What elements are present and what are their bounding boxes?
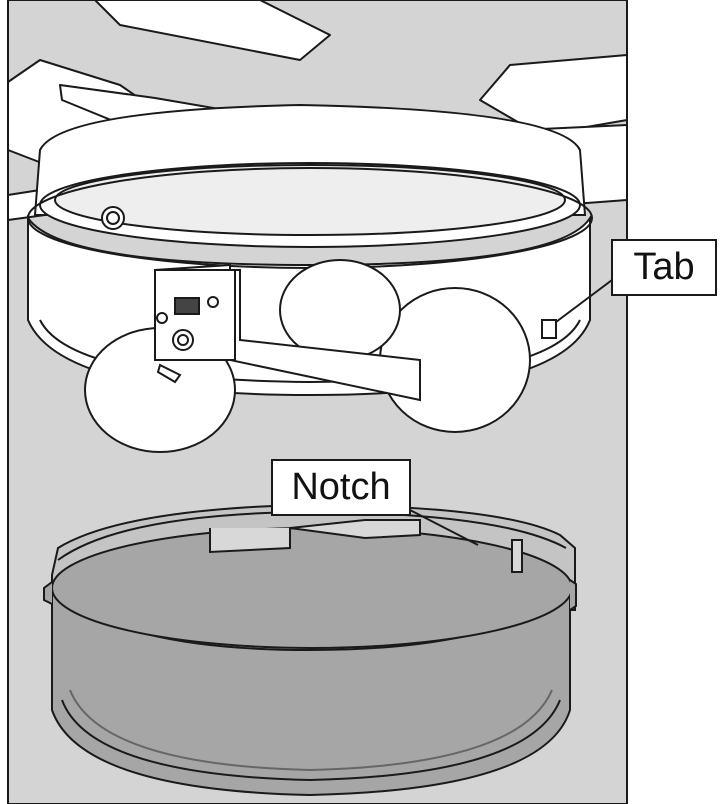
tab-callout-box xyxy=(611,239,717,296)
notch-callout-box xyxy=(271,459,411,516)
motor-housing xyxy=(33,103,587,248)
tab-callout-label: Tab xyxy=(633,246,694,288)
switch-screw xyxy=(207,296,219,308)
tab-callout: Tab xyxy=(611,239,717,296)
globe-center xyxy=(279,259,401,361)
light-cover xyxy=(43,503,577,797)
notch-detail xyxy=(209,519,421,554)
switch-box xyxy=(154,263,421,402)
cover-body xyxy=(51,582,571,797)
notch-callout-label: Notch xyxy=(291,466,390,508)
notch-callout: Notch xyxy=(271,459,479,546)
pull-switch xyxy=(174,297,200,315)
tab-feature xyxy=(541,279,613,339)
switch-screw xyxy=(156,312,168,324)
light-globes xyxy=(84,259,531,453)
fan-blade-top xyxy=(94,0,331,61)
notch-leader-line xyxy=(409,509,479,546)
